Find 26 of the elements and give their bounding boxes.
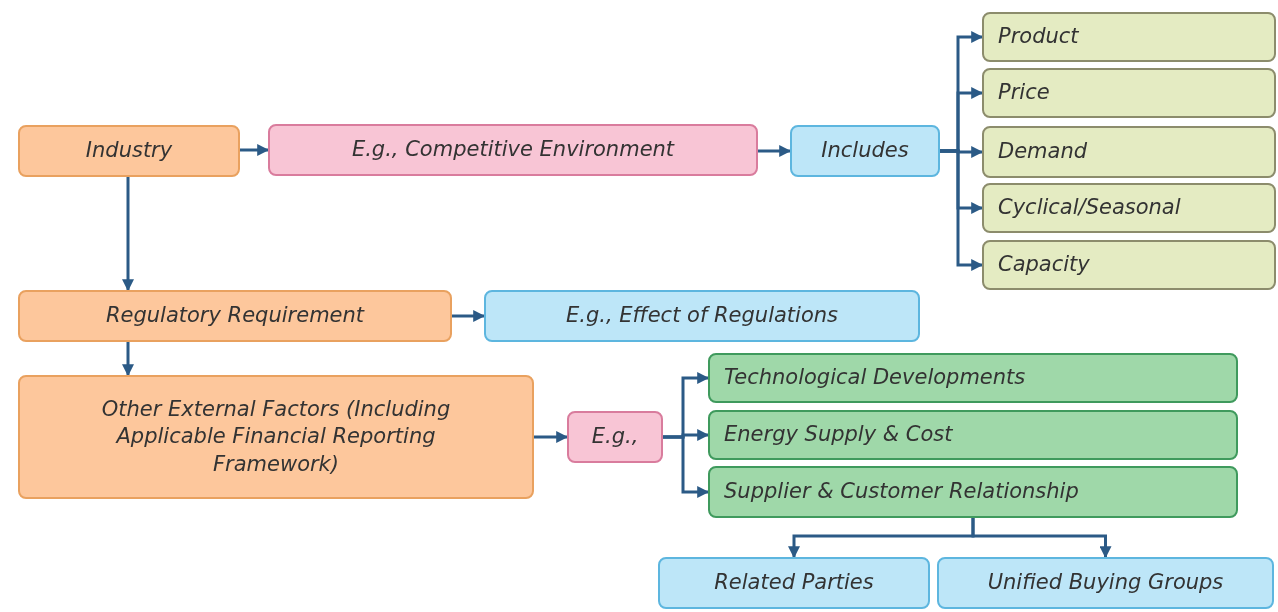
arrow: [452, 310, 486, 322]
factor-box: Demand: [982, 126, 1276, 178]
detail-box: Includes: [790, 125, 940, 177]
factor-box: Price: [982, 68, 1276, 118]
category-box: Other External Factors (Including Applicable Financial Reporting Framework): [18, 375, 534, 499]
detail-box: Related Parties: [658, 557, 930, 609]
detail-box: Unified Buying Groups: [937, 557, 1274, 609]
category-box: Industry: [18, 125, 240, 177]
arrow: [971, 518, 1112, 559]
factor-box: Energy Supply & Cost: [708, 410, 1238, 460]
factor-box: Cyclical/Seasonal: [982, 183, 1276, 233]
arrow: [122, 177, 134, 292]
arrow: [122, 342, 134, 377]
arrow: [240, 144, 270, 156]
example-box: E.g., Competitive Environment: [268, 124, 758, 176]
arrow: [663, 435, 710, 498]
arrow: [940, 149, 984, 271]
arrow: [758, 145, 792, 157]
category-box: Regulatory Requirement: [18, 290, 452, 342]
factor-box: Supplier & Customer Relationship: [708, 466, 1238, 518]
example-box: E.g.,: [567, 411, 663, 463]
factor-box: Capacity: [982, 240, 1276, 290]
arrow: [534, 431, 569, 443]
factor-box: Technological Developments: [708, 353, 1238, 403]
detail-box: E.g., Effect of Regulations: [484, 290, 920, 342]
factor-box: Product: [982, 12, 1276, 62]
